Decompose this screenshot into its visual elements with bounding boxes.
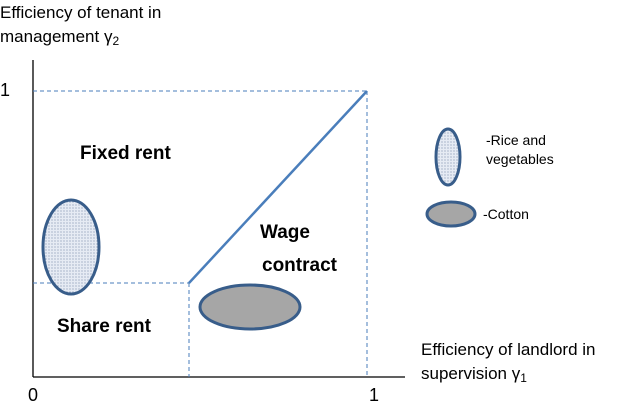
y-axis-title: Efficiency of tenant in management γ2 xyxy=(0,1,161,53)
x-tick-one: 1 xyxy=(369,385,380,405)
y-axis-title-line2: management γ2 xyxy=(0,27,120,48)
x-tick-origin: 0 xyxy=(28,385,39,405)
legend-cotton-label: -Cotton xyxy=(483,206,529,222)
x-axis-title-line1: Efficiency of landlord in xyxy=(421,340,596,359)
legend-rice-swatch xyxy=(434,127,462,187)
y-tick-one: 1 xyxy=(0,80,11,100)
fixed-rent-label: Fixed rent xyxy=(80,143,171,164)
x-axis-subscript: 1 xyxy=(520,371,527,385)
wage-contract-boundary xyxy=(188,90,368,284)
legend-rice-line1: -Rice and xyxy=(486,132,546,148)
cotton-ellipse xyxy=(198,283,302,331)
y-axis-title-line1: Efficiency of tenant in xyxy=(0,3,162,22)
wage-contract-label-line1: Wage xyxy=(260,222,310,243)
wage-contract-label-line2: contract xyxy=(262,255,337,276)
legend-cotton-swatch xyxy=(425,200,477,228)
rice-vegetables-ellipse xyxy=(41,198,101,296)
x-axis-title: Efficiency of landlord in supervision γ1 xyxy=(421,338,596,390)
x-axis-title-line2: supervision γ1 xyxy=(421,364,527,385)
share-rent-label: Share rent xyxy=(57,316,151,337)
legend-rice-label: -Rice and vegetables xyxy=(486,131,554,169)
legend-rice-line2: vegetables xyxy=(486,151,554,167)
y-axis-subscript: 2 xyxy=(112,34,120,48)
